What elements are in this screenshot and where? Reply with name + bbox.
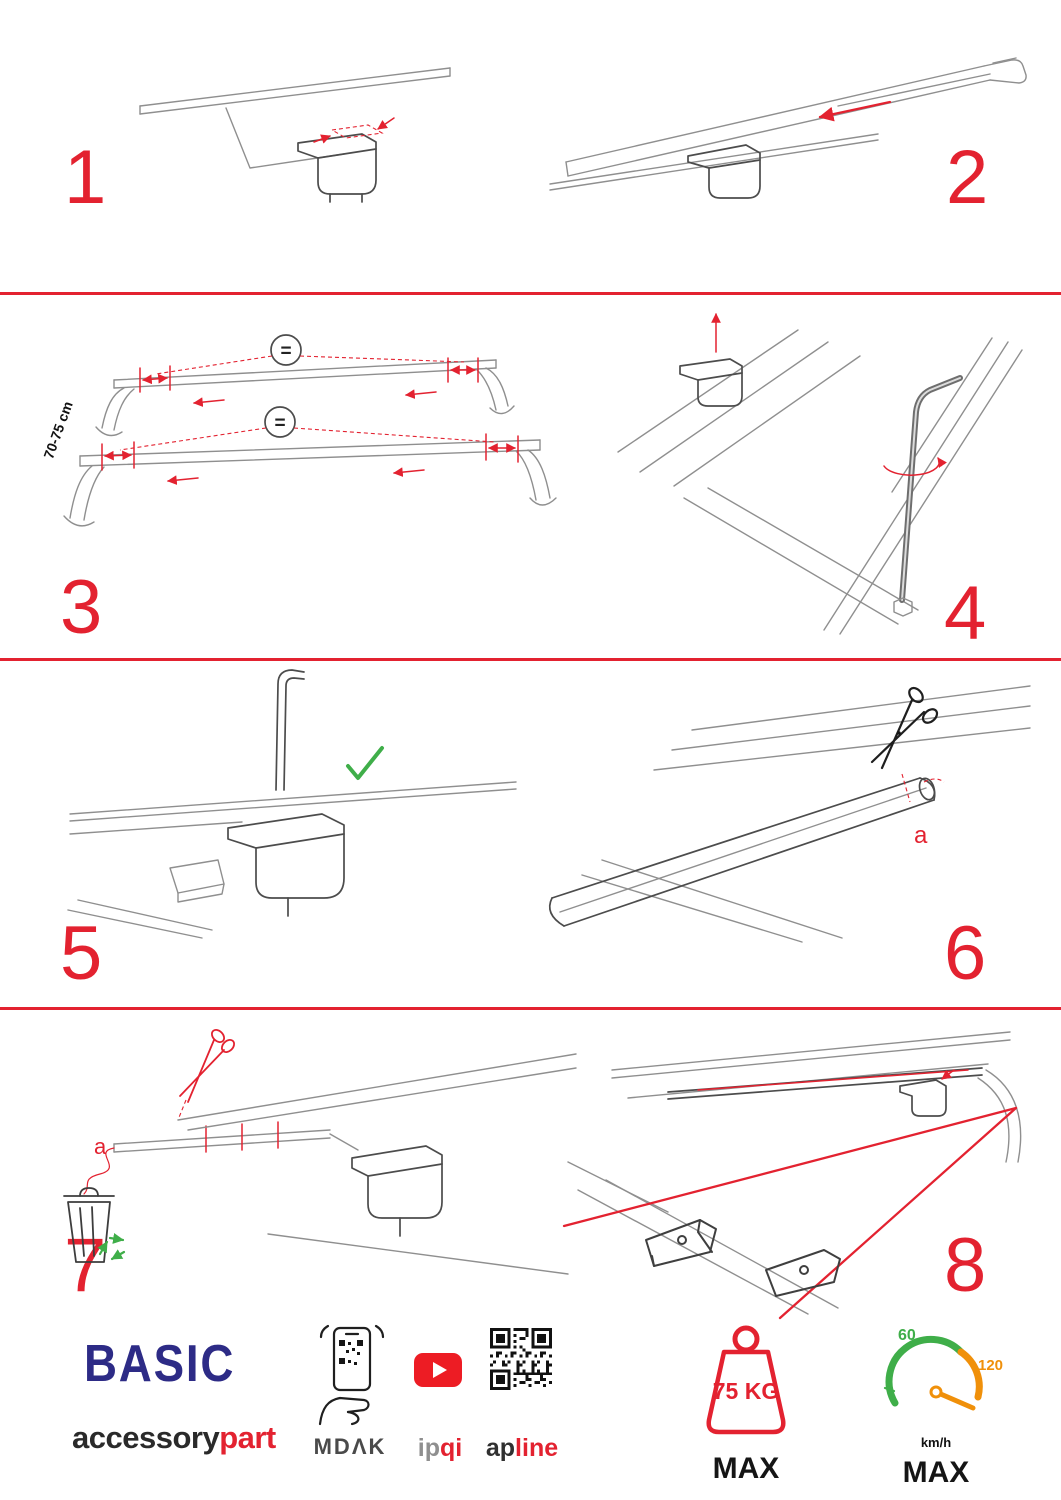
step-4-illustration: [617, 313, 1023, 635]
rubber-pad-highlight: [330, 124, 384, 139]
recycle-icon: [97, 1233, 126, 1261]
brand-logo: BASIC: [84, 1335, 236, 1393]
section-divider-2: [0, 658, 1061, 661]
foot-pads: [645, 1219, 841, 1297]
apline-left: ap: [485, 1434, 516, 1462]
equal-symbol-front: =: [274, 413, 286, 434]
clamp-drawing: [899, 1079, 947, 1117]
step-7-number: 7: [64, 1223, 107, 1308]
strip-end-highlight: [923, 778, 945, 783]
youtube-icon: [414, 1353, 462, 1387]
step-1-illustration: [139, 67, 451, 203]
step-3-illustration: [63, 334, 557, 527]
max-load-value: 75 KG: [712, 1378, 780, 1404]
weight-icon: [706, 1325, 786, 1435]
step-5-number: 5: [60, 911, 103, 996]
ipqi-right: qi: [440, 1434, 463, 1462]
clamp-drawing: [687, 144, 761, 199]
section-divider-1: [0, 292, 1061, 295]
speedometer-icon: [883, 1335, 983, 1411]
step-6-number: 6: [944, 911, 987, 996]
rotate-arrow: [883, 457, 947, 476]
allen-key-icon: [899, 375, 963, 603]
slide-direction-arrow: [818, 100, 892, 122]
discard-leader: [83, 1147, 115, 1195]
partner-mdak-label: MDΛK: [313, 1434, 387, 1459]
step-6-illustration: [548, 685, 1031, 943]
partner-apline-label: apline: [474, 1434, 570, 1463]
clamp-drawing: [297, 133, 377, 203]
equal-circle-rear: [270, 334, 302, 366]
dimension-marks: [101, 355, 519, 485]
phone-qr-icon: [318, 1324, 385, 1426]
roof-bar: [548, 777, 936, 927]
clamp-drawing: [679, 358, 743, 407]
strip-in-channel: [697, 1069, 969, 1091]
step-7-illustration: [63, 1029, 577, 1275]
strip-label-a: a: [94, 1134, 107, 1159]
step-5-illustration: [67, 669, 517, 939]
speed-unit-label: km/h: [920, 1435, 952, 1450]
step-1-number: 1: [64, 135, 107, 220]
apline-right: line: [515, 1434, 559, 1462]
ipqi-left: ip: [417, 1434, 440, 1462]
strip-label-a: a: [914, 822, 928, 849]
equal-circle-front: [264, 406, 296, 438]
step-3-number: 3: [60, 565, 103, 650]
clamp-drawing: [351, 1145, 443, 1237]
max-speed-label: MAX: [902, 1456, 970, 1489]
hook-rod: [275, 669, 305, 791]
scissors-icon: [870, 686, 939, 770]
speed-low-label: 60: [898, 1327, 916, 1344]
check-icon: [346, 746, 384, 780]
step-4-number: 4: [944, 571, 987, 656]
qr-code-svg: [490, 1328, 552, 1390]
step-2-number: 2: [946, 135, 989, 220]
speed-high-label: 120: [978, 1357, 1004, 1374]
trash-bin-icon: [63, 1187, 115, 1263]
step-2-illustration: [549, 57, 1027, 199]
scissors-icon: [179, 1029, 235, 1103]
partner-ipqi-label: ipqi: [402, 1434, 478, 1463]
step-8-illustration: [562, 1031, 1022, 1320]
step-8-number: 8: [944, 1223, 987, 1308]
section-divider-3: [0, 1007, 1061, 1010]
brand-subtitle: accessorypart: [72, 1420, 276, 1456]
brand-subtitle-left: accessory: [72, 1420, 220, 1455]
highlight-wedge: [562, 1106, 1018, 1228]
equal-symbol-rear: =: [280, 341, 292, 362]
brand-subtitle-right: part: [219, 1420, 276, 1455]
max-load-label: MAX: [712, 1452, 780, 1485]
rubber-strip: [113, 1129, 331, 1153]
clamp-drawing: [227, 813, 345, 917]
